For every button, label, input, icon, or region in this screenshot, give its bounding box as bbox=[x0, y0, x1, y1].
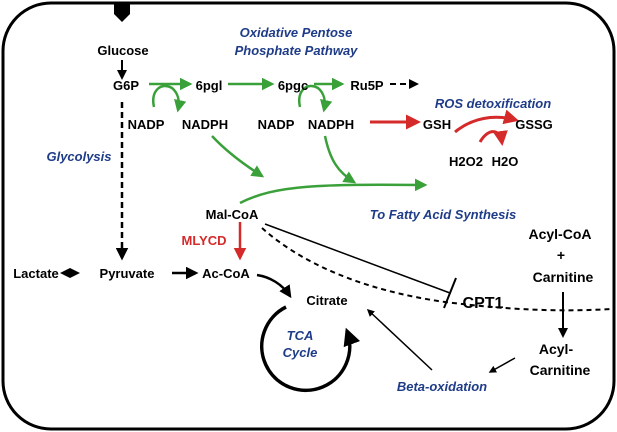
label-6pgl: 6pgl bbox=[196, 78, 223, 93]
label-accoa: Ac-CoA bbox=[202, 266, 250, 281]
label-carnitine: Carnitine bbox=[533, 269, 594, 285]
arrow-nadp1-to-nadph1 bbox=[151, 84, 187, 113]
arrow-betaox-to-citrate bbox=[366, 308, 433, 371]
label-plus: + bbox=[557, 247, 565, 263]
inhibition-bar bbox=[443, 277, 457, 309]
label-acylcoa: Acyl-CoA bbox=[528, 226, 591, 242]
label-nadp-1: NADP bbox=[128, 117, 165, 132]
arrow-acylcarnitine-to-betaox bbox=[488, 357, 516, 373]
arrow-gsh-to-gssg bbox=[454, 109, 519, 134]
label-tca-line2: Cycle bbox=[283, 345, 318, 360]
label-acylcarnitine-line2: Carnitine bbox=[530, 362, 591, 378]
label-mlycd: MLYCD bbox=[181, 233, 226, 248]
label-malcoa: Mal-CoA bbox=[206, 207, 259, 222]
label-glucose: Glucose bbox=[97, 43, 148, 58]
label-beta-oxidation: Beta-oxidation bbox=[397, 379, 487, 394]
arrow-nadph1-to-fas bbox=[211, 135, 265, 178]
label-tca-line1: TCA bbox=[287, 328, 314, 343]
label-nadph-2: NADPH bbox=[308, 117, 354, 132]
label-gssg: GSSG bbox=[515, 117, 553, 132]
label-ppp-line2: Phosphate Pathway bbox=[235, 43, 359, 58]
red-arrows bbox=[233, 109, 519, 261]
label-lactate: Lactate bbox=[13, 266, 59, 281]
label-nadp-2: NADP bbox=[258, 117, 295, 132]
arrow-nadp2-to-nadph2 bbox=[297, 84, 333, 113]
label-fatty-acid: To Fatty Acid Synthesis bbox=[370, 207, 516, 222]
label-gsh: GSH bbox=[423, 117, 451, 132]
labels: Glucose G6P 6pgl 6pgc Ru5P NADP NADPH NA… bbox=[13, 25, 593, 394]
malcoa-inhibits-cpt1 bbox=[264, 223, 451, 294]
label-ros: ROS detoxification bbox=[435, 96, 551, 111]
mitochondrial-membrane bbox=[261, 227, 613, 312]
label-6pgc: 6pgc bbox=[278, 78, 308, 93]
label-nadph-1: NADPH bbox=[182, 117, 228, 132]
arrow-h2o2-to-h2o bbox=[478, 130, 508, 146]
glucose-input-arrow bbox=[114, 4, 130, 22]
black-arrows bbox=[60, 60, 568, 392]
label-cpt1: CPT1 bbox=[463, 295, 504, 312]
arrow-malcoa-fatty-acid bbox=[239, 178, 428, 205]
label-g6p: G6P bbox=[113, 78, 139, 93]
label-citrate: Citrate bbox=[306, 293, 347, 308]
label-ppp-line1: Oxidative Pentose bbox=[240, 25, 353, 40]
arrow-accoa-to-citrate bbox=[256, 273, 292, 299]
arrow-nadph2-to-fas bbox=[323, 135, 357, 184]
label-glycolysis: Glycolysis bbox=[46, 149, 111, 164]
label-acylcarnitine-line1: Acyl- bbox=[539, 341, 574, 357]
label-pyruvate: Pyruvate bbox=[100, 266, 155, 281]
label-h2o2: H2O2 bbox=[449, 154, 483, 169]
label-h2o: H2O bbox=[492, 154, 519, 169]
tca-cycle-arc bbox=[260, 305, 361, 392]
label-ru5p: Ru5P bbox=[350, 78, 384, 93]
green-arrows bbox=[149, 77, 428, 205]
